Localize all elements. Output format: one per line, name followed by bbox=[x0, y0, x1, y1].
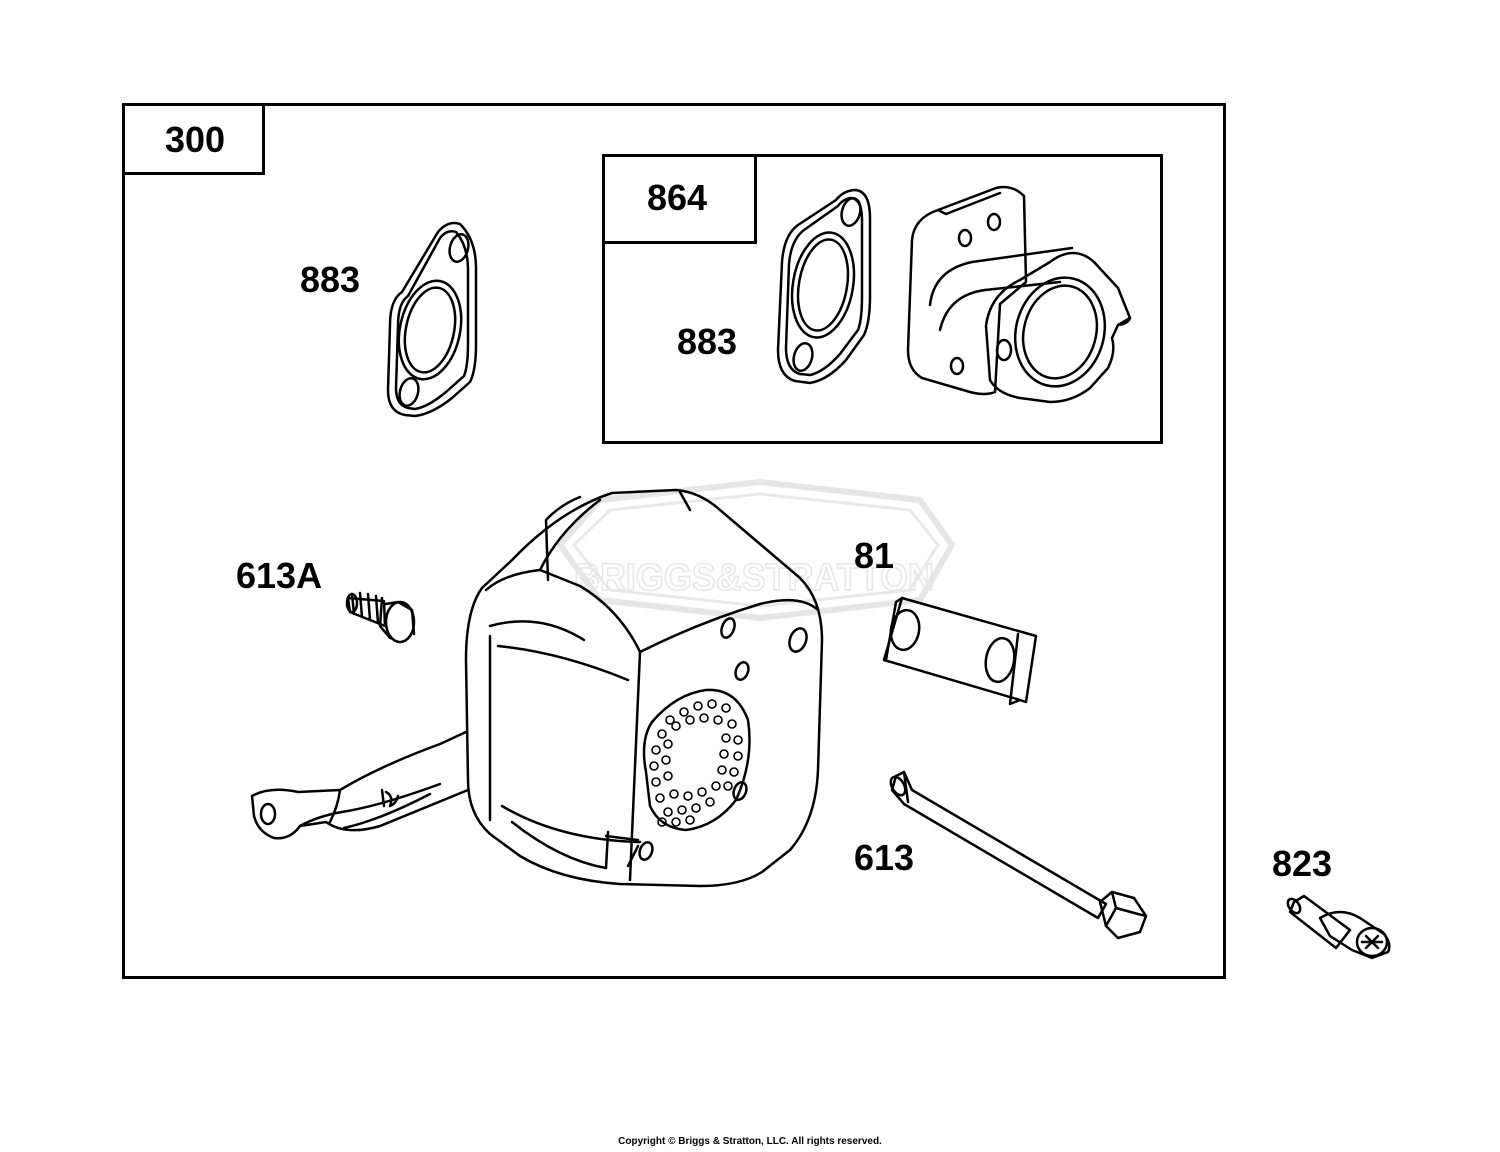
callout-883-outer[interactable]: 883 bbox=[300, 259, 361, 300]
briggs-stratton-watermark-logo: BRIGGS&STRATTON bbox=[557, 479, 955, 621]
assembly-300-label: 300 bbox=[165, 119, 226, 160]
subassembly-864-tag[interactable] bbox=[602, 154, 757, 244]
subassembly-864-frame bbox=[602, 154, 1163, 444]
assembly-300-frame bbox=[122, 103, 1226, 979]
muffler-perforations bbox=[649, 699, 743, 827]
guard-81[interactable] bbox=[882, 596, 1038, 706]
bolt-613[interactable] bbox=[888, 770, 1148, 940]
callout-613a[interactable]: 613A bbox=[236, 555, 323, 596]
callout-823[interactable]: 823 bbox=[1272, 843, 1333, 884]
assembly-300-tag[interactable] bbox=[122, 103, 265, 175]
callout-883-inner[interactable]: 883 bbox=[677, 321, 738, 362]
screw-823[interactable] bbox=[1285, 894, 1391, 960]
gasket-883-inner[interactable] bbox=[776, 188, 872, 385]
screw-613a[interactable] bbox=[345, 591, 416, 644]
gasket-883-outer[interactable] bbox=[386, 221, 478, 418]
muffler[interactable] bbox=[250, 488, 824, 888]
watermark-lettering: BRIGGS&STRATTON bbox=[574, 557, 934, 599]
callout-613[interactable]: 613 bbox=[854, 837, 915, 878]
subassembly-864-label: 864 bbox=[647, 177, 708, 218]
copyright-footer: Copyright © Briggs & Stratton, LLC. All … bbox=[618, 1136, 882, 1147]
callout-81[interactable]: 81 bbox=[854, 535, 895, 576]
exhaust-adapter[interactable] bbox=[906, 185, 1132, 404]
